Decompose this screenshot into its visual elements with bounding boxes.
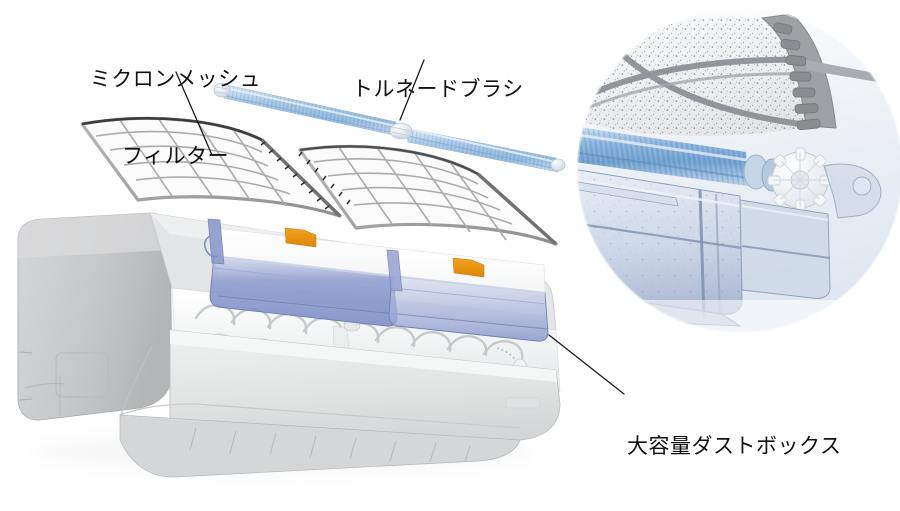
main-artwork	[17, 59, 625, 478]
dust-box-handle-right	[386, 249, 403, 292]
callout-dustbox-line1: 大容量ダストボックス	[627, 435, 842, 459]
air-conditioner-unit	[17, 82, 566, 478]
inset-rack-teeth	[773, 22, 821, 131]
filter-rack-teeth-right	[298, 151, 351, 205]
dust-box-left	[203, 218, 398, 327]
air-outlet-louver	[119, 414, 521, 478]
dust-box-right	[386, 247, 549, 342]
louver-slots	[189, 427, 471, 463]
inset-drive-gear	[767, 147, 833, 213]
leader-dustbox	[548, 334, 625, 395]
callout-micron-mesh-filter: ミクロンメッシュ フィルター	[78, 16, 273, 221]
brush-end-cap-right	[550, 158, 566, 172]
release-tab-left	[284, 227, 317, 248]
tornado-brush	[213, 82, 566, 173]
inset-content	[577, 7, 900, 333]
callout-brush-line1: トルネードブラシ	[352, 78, 524, 102]
illustration-stage: ミクロンメッシュ フィルター トルネードブラシ 大容量ダストボックス	[17, 5, 900, 478]
filter-rack-teeth-left	[260, 141, 330, 210]
callout-filter-line2: フィルター	[121, 145, 230, 169]
inset-box-right-section	[739, 199, 831, 299]
dust-box-handle-left	[207, 218, 225, 265]
callout-large-capacity-dust-box: 大容量ダストボックス	[627, 383, 841, 511]
micron-mesh-filter-left	[80, 116, 342, 218]
callout-tornado-brush: トルネードブラシ	[352, 26, 524, 154]
leader-filter	[175, 71, 213, 156]
inset-edge	[575, 5, 900, 335]
brand-plate	[505, 397, 541, 409]
leader-brush	[399, 59, 425, 121]
unit-left-top-hl	[18, 213, 170, 258]
brush-center-gear	[389, 122, 413, 140]
callout-filter-line1: ミクロンメッシュ	[89, 68, 262, 92]
release-tab-right	[452, 257, 485, 278]
inset-guide-rail	[806, 60, 880, 82]
closeup-inset	[575, 5, 900, 335]
unit-side-seam	[55, 352, 109, 398]
inset-support-arm	[823, 163, 882, 219]
micron-mesh-filter-right	[298, 144, 558, 246]
leader-lines	[175, 59, 625, 395]
